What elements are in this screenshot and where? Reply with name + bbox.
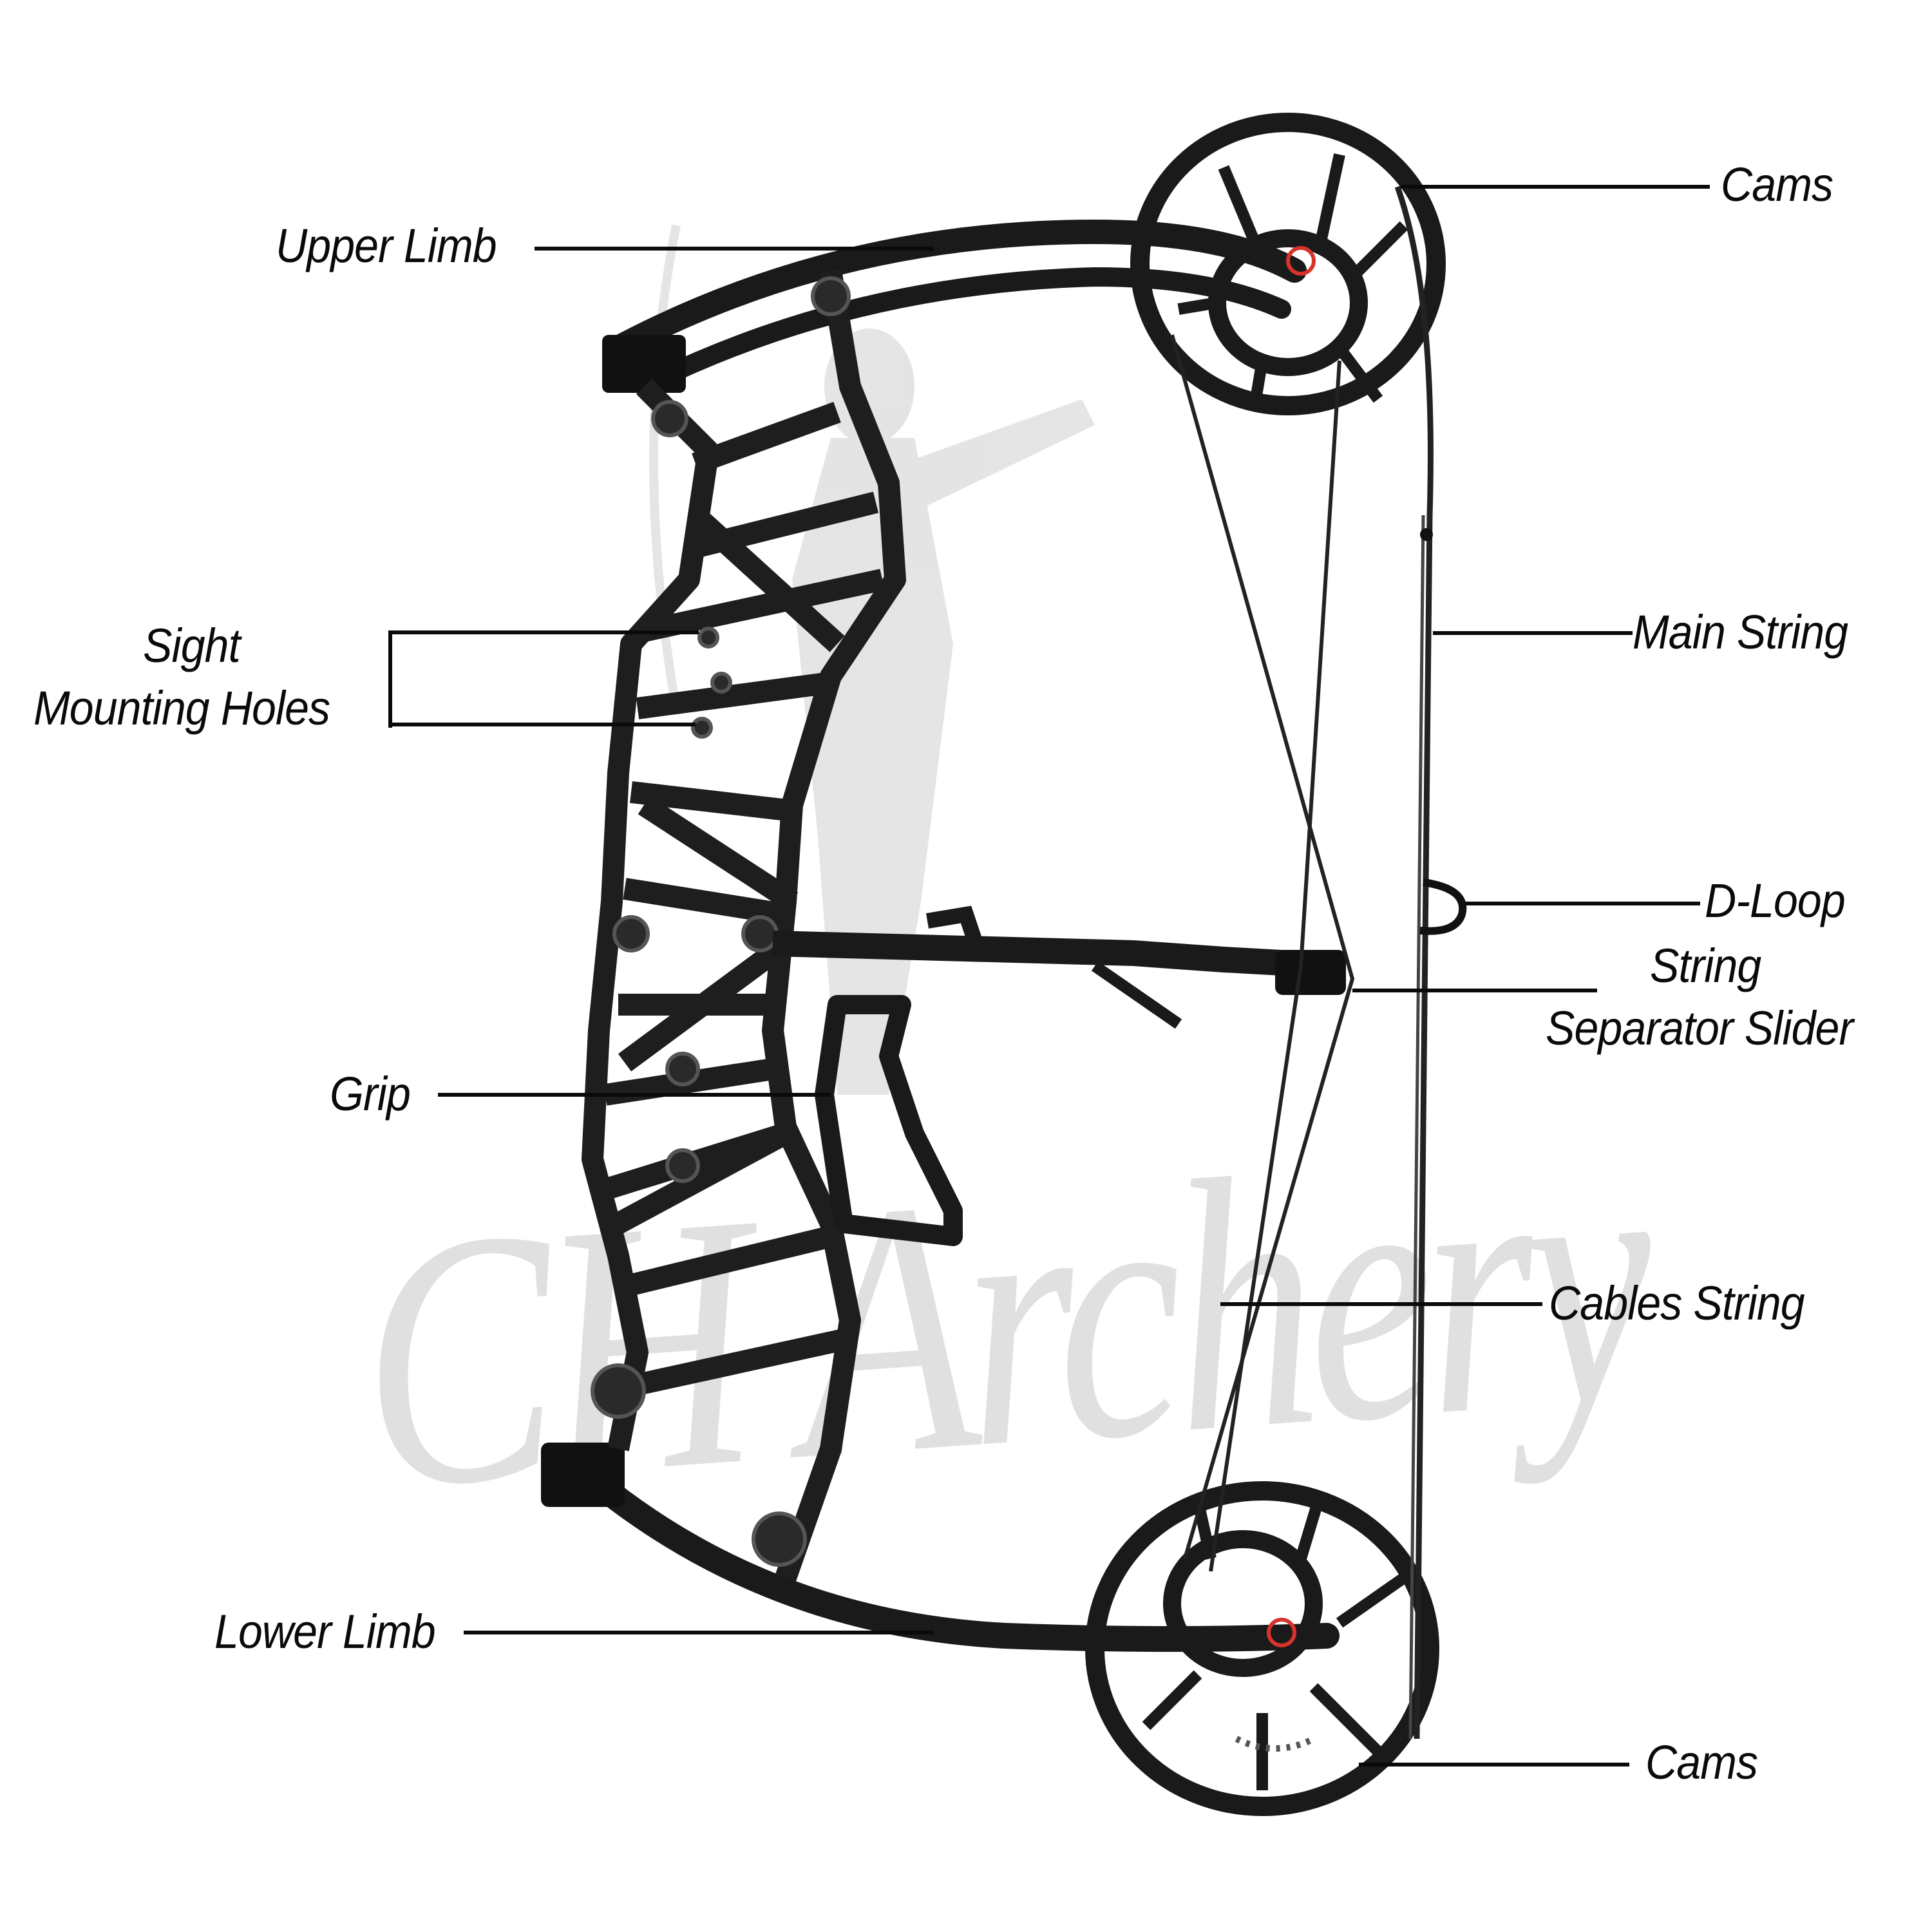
label-cables-string: Cables String [1549, 1276, 1805, 1330]
main-string-serving [1408, 515, 1425, 1739]
d-loop [1419, 878, 1467, 935]
lower-cam-axle-accent [1267, 1618, 1296, 1647]
label-d-loop: D-Loop [1705, 874, 1846, 927]
upper-limb [606, 219, 1307, 360]
riser-bolts [591, 276, 851, 1567]
label-sight-line1: Sight [143, 619, 240, 672]
riser [582, 269, 906, 1582]
cable-guard-arm [1091, 961, 1182, 1029]
cable-guard-bracket [926, 905, 987, 956]
lower-limb-pocket [541, 1443, 625, 1507]
label-grip: Grip [330, 1067, 411, 1121]
label-main-string: Main String [1633, 605, 1848, 659]
grip [815, 995, 963, 1246]
leader-lines [388, 185, 1710, 1766]
string-peep [1420, 528, 1433, 541]
upper-cam-axle-accent [1286, 246, 1316, 276]
upper-limb-pocket [602, 335, 686, 393]
upper-cam [1130, 113, 1446, 415]
label-cams-top: Cams [1721, 158, 1833, 211]
label-separator-line2: Separator Slider [1546, 1001, 1853, 1055]
label-sight-line2: Mounting Holes [33, 681, 330, 735]
label-lower-limb: Lower Limb [214, 1605, 436, 1658]
label-upper-limb: Upper Limb [276, 219, 497, 272]
label-separator-line1: String [1650, 939, 1761, 992]
cable-2 [1209, 360, 1341, 1572]
lower-cam [1085, 1481, 1439, 1816]
lower-limb [567, 1455, 1340, 1652]
main-string [1394, 185, 1434, 1739]
label-cams-bottom: Cams [1645, 1736, 1758, 1789]
string-separator-slider [1275, 950, 1346, 995]
